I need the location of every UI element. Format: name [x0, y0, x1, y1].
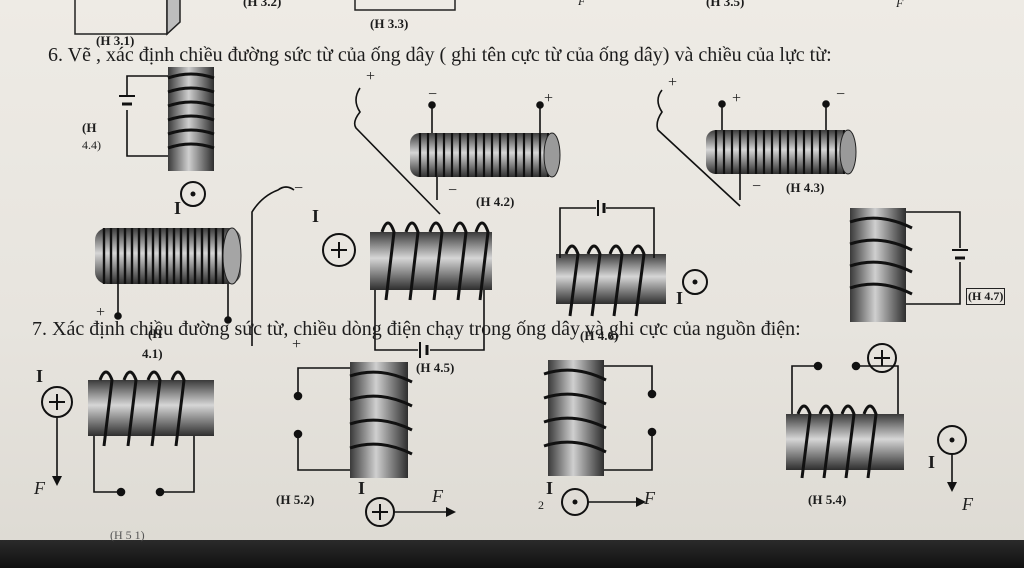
label-h43: (H 4.3) [786, 180, 825, 195]
figure-h45-coil [322, 221, 492, 358]
label-h41-top: (H [148, 326, 163, 341]
label-h42: (H 4.2) [476, 194, 515, 209]
current-label-i: I [676, 288, 684, 308]
label-h44-a: (H [82, 120, 97, 135]
force-label-f: F [432, 486, 443, 506]
label-two: 2 [538, 498, 544, 512]
label-h41: 4.1) [142, 346, 163, 361]
current-label-i: I [928, 452, 936, 472]
force-label-f: F [962, 494, 973, 514]
figure-h52-coil [293, 362, 456, 527]
minus-sign: − [294, 180, 304, 197]
label-h54: (H 5.4) [808, 492, 847, 507]
plus-sign: + [366, 68, 376, 85]
force-label-f: F [34, 478, 45, 498]
figure-h42-coil [353, 87, 561, 215]
label-h45: (H 4.5) [416, 360, 455, 375]
label-h52: (H 5.2) [276, 492, 315, 507]
label-h32: (H 3.2) [243, 0, 282, 9]
label-h44-b: 4.4) [82, 138, 101, 152]
force-label-f: F [644, 488, 655, 508]
label-f-left: F [578, 0, 586, 8]
figure-h51-coil [41, 370, 214, 497]
label-h47: (H 4.7) [966, 288, 1006, 305]
label-h35: (H 3.5) [706, 0, 745, 9]
label-f-right: F [896, 0, 904, 10]
plus-sign: + [292, 336, 302, 353]
figure-h54-coil [786, 343, 967, 492]
figure-h47-coil [849, 208, 968, 322]
figure-h46-coil [556, 200, 708, 317]
minus-sign: − [752, 178, 762, 195]
plus-sign: + [732, 90, 742, 107]
minus-sign: − [428, 86, 438, 103]
current-label-i: I [36, 366, 44, 386]
plus-sign: + [96, 304, 106, 321]
current-label-i: I [312, 206, 320, 226]
label-h46: (H 4.6) [580, 328, 619, 343]
question-6-text: 6. Vẽ , xác định chiều đường sức từ của … [48, 44, 832, 66]
top-frame-h33 [354, 0, 456, 11]
current-label-i: I [546, 478, 554, 498]
table-edge [0, 540, 1024, 568]
label-h51: (H 5 1) [110, 528, 145, 542]
figure-h41-coil [95, 186, 295, 346]
top-frame-h31 [74, 0, 181, 36]
minus-sign: − [836, 86, 846, 103]
figure-h53-coil [543, 360, 657, 516]
current-label-i: I [174, 198, 182, 218]
label-h33: (H 3.3) [370, 16, 409, 31]
current-label-i: I [358, 478, 366, 498]
plus-sign: + [668, 74, 678, 91]
question-7-text: 7. Xác định chiều đường sức từ, chiều dò… [32, 318, 801, 340]
figure-h44-coil [119, 67, 215, 171]
dot-symbol-h44 [180, 181, 206, 207]
label-h31: (H 3.1) [96, 33, 135, 48]
plus-sign: + [544, 90, 554, 107]
minus-sign: − [448, 182, 458, 199]
figure-h43-coil [656, 89, 857, 207]
